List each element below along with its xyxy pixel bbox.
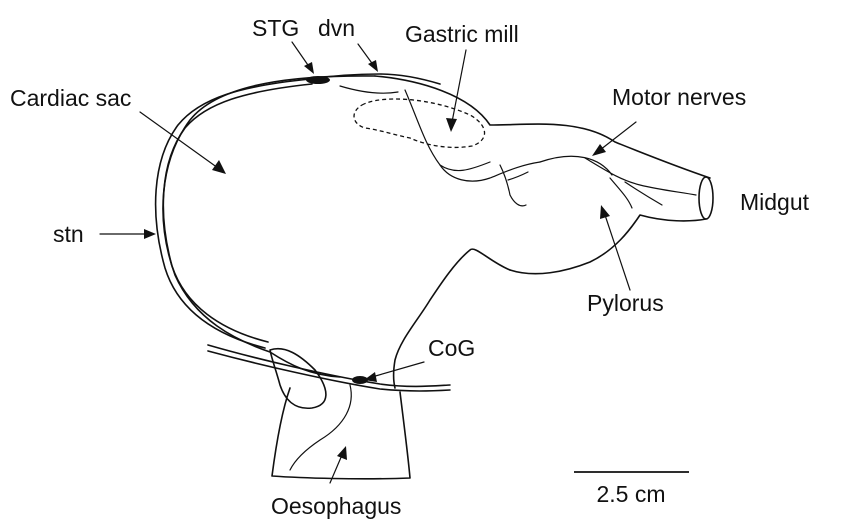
label-stn: stn xyxy=(53,221,84,247)
pylorus-pointer xyxy=(605,215,630,290)
oesophagus-arrowhead xyxy=(337,446,347,460)
scale-bar-label: 2.5 cm xyxy=(596,481,665,507)
gastric-mill-arrowhead xyxy=(446,118,457,132)
stg-pointer xyxy=(292,42,310,68)
stg-ganglion xyxy=(306,76,330,84)
cardiac-sac-outline xyxy=(163,76,375,377)
stn-nerve-inner xyxy=(163,84,312,342)
cog-pointer xyxy=(372,362,424,377)
cardiac-sac-pointer xyxy=(140,112,218,168)
label-oesophagus: Oesophagus xyxy=(271,493,401,519)
gastric-branch-1 xyxy=(500,165,526,206)
stn-arrowhead xyxy=(144,229,156,239)
stg-arrowhead xyxy=(304,62,314,74)
label-cog: CoG xyxy=(428,335,475,361)
gastric-branch-2 xyxy=(508,172,528,180)
gastric-fold-1 xyxy=(405,90,490,171)
motor-branch-2 xyxy=(610,178,632,208)
gastric-mill-outline xyxy=(354,99,485,147)
label-stg: STG xyxy=(252,15,299,41)
pointers xyxy=(100,42,636,483)
label-cardiac-sac: Cardiac sac xyxy=(10,85,131,111)
stomach-outline xyxy=(163,76,713,479)
motor-branch-1 xyxy=(585,158,696,195)
gastric-fold-2 xyxy=(440,162,540,181)
nerves xyxy=(156,74,450,408)
internal-folds xyxy=(340,86,612,181)
stn-nerve xyxy=(156,79,310,348)
label-motor-nerves: Motor nerves xyxy=(612,84,746,110)
ventral-outline xyxy=(394,249,511,388)
label-pylorus: Pylorus xyxy=(587,290,664,316)
midgut-opening xyxy=(699,177,713,219)
pylorus-arrowhead xyxy=(600,205,610,219)
label-dvn: dvn xyxy=(318,15,355,41)
commissural-nerve-lower xyxy=(208,351,450,391)
label-gastric-mill: Gastric mill xyxy=(405,21,519,47)
labels: STG dvn Gastric mill Cardiac sac Motor n… xyxy=(10,15,810,519)
motor-nerve-branches xyxy=(500,158,696,208)
inner-ridge xyxy=(340,86,398,93)
dvn-arrowhead xyxy=(368,60,378,72)
cardiac-sac-arrowhead xyxy=(212,160,226,174)
scale-bar: 2.5 cm xyxy=(574,472,689,507)
label-midgut: Midgut xyxy=(740,189,810,215)
pylorus-fold xyxy=(540,156,612,175)
motor-nerves-arrowhead xyxy=(592,144,606,156)
